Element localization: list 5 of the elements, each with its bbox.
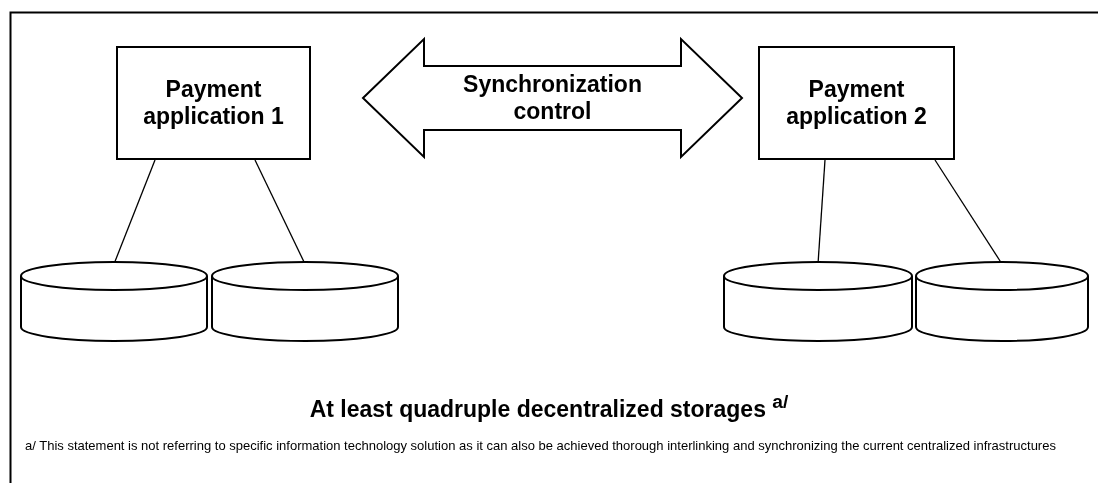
box-label: Payment application 2 — [785, 76, 928, 130]
arrow-label: Synchronization control — [462, 71, 643, 125]
storage-caption: At least quadruple decentralized storages $^{a/}$ — [308, 390, 790, 423]
footnote: a/ This statement is not referring to specific information technology solution as it can also be achieved thorough interlinking and synchronizing the current centralized infrastructures — [25, 437, 1057, 454]
box-label: Payment application 1 — [142, 76, 285, 130]
